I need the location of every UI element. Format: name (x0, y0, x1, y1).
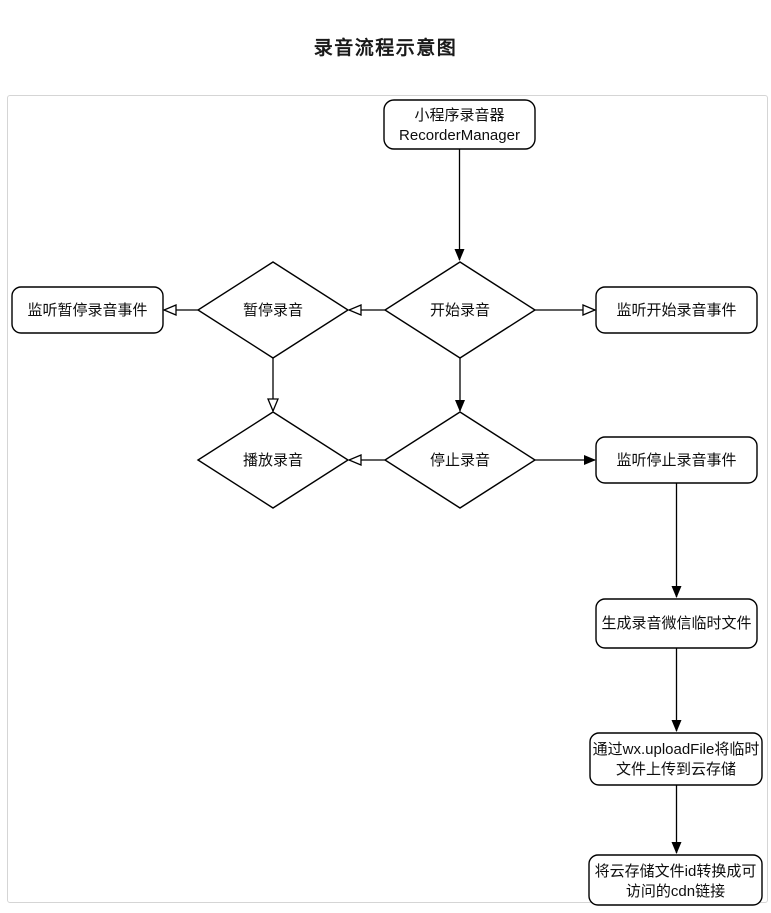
node-generate-temp-file-label: 生成录音微信临时文件 (601, 615, 751, 632)
node-listen-start-event-shape (595, 286, 758, 334)
node-stop-recording-shape (383, 411, 537, 509)
node-play-recording-label: 播放录音 (243, 452, 303, 469)
node-listen-pause-event-label: 监听暂停录音事件 (27, 302, 147, 319)
node-pause-recording-shape (196, 261, 350, 359)
node-play-recording: 播放录音 (196, 411, 350, 509)
node-listen-pause-event: 监听暂停录音事件 (11, 286, 164, 334)
node-cdn-link-label-line2: 访问的cdn链接 (626, 883, 725, 900)
node-listen-start-event: 监听开始录音事件 (595, 286, 758, 334)
node-listen-stop-event-shape (595, 436, 758, 484)
node-listen-stop-event: 监听停止录音事件 (595, 436, 758, 484)
node-recorder-manager-label-line1: 小程序录音器 (414, 107, 504, 124)
node-upload-to-cloud-shape (589, 732, 763, 786)
node-recorder-manager-label-line2: RecorderManager (399, 127, 520, 144)
node-cdn-link: 将云存储文件id转换成可 访问的cdn链接 (588, 854, 763, 906)
node-recorder-manager-shape (383, 99, 536, 150)
node-start-recording-shape (383, 261, 537, 359)
node-generate-temp-file: 生成录音微信临时文件 (595, 598, 758, 649)
node-upload-to-cloud-label-line2: 文件上传到云存储 (616, 761, 736, 778)
node-cdn-link-shape (588, 854, 763, 906)
node-upload-to-cloud: 通过wx.uploadFile将临时 文件上传到云存储 (589, 732, 763, 786)
node-pause-recording: 暂停录音 (196, 261, 350, 359)
node-listen-start-event-label: 监听开始录音事件 (616, 302, 736, 319)
node-start-recording-label: 开始录音 (430, 302, 490, 319)
node-upload-to-cloud-label-line1: 通过wx.uploadFile将临时 (593, 741, 760, 758)
node-recorder-manager: 小程序录音器 RecorderManager (383, 99, 536, 150)
node-start-recording: 开始录音 (383, 261, 537, 359)
node-listen-pause-event-shape (11, 286, 164, 334)
node-stop-recording: 停止录音 (383, 411, 537, 509)
page-title: 录音流程示意图 (313, 38, 458, 59)
node-cdn-link-label-line1: 将云存储文件id转换成可 (595, 863, 757, 880)
node-listen-stop-event-label: 监听停止录音事件 (616, 452, 736, 469)
node-play-recording-shape (196, 411, 350, 509)
node-generate-temp-file-shape (595, 598, 758, 649)
node-pause-recording-label: 暂停录音 (243, 302, 303, 319)
node-stop-recording-label: 停止录音 (430, 452, 490, 469)
